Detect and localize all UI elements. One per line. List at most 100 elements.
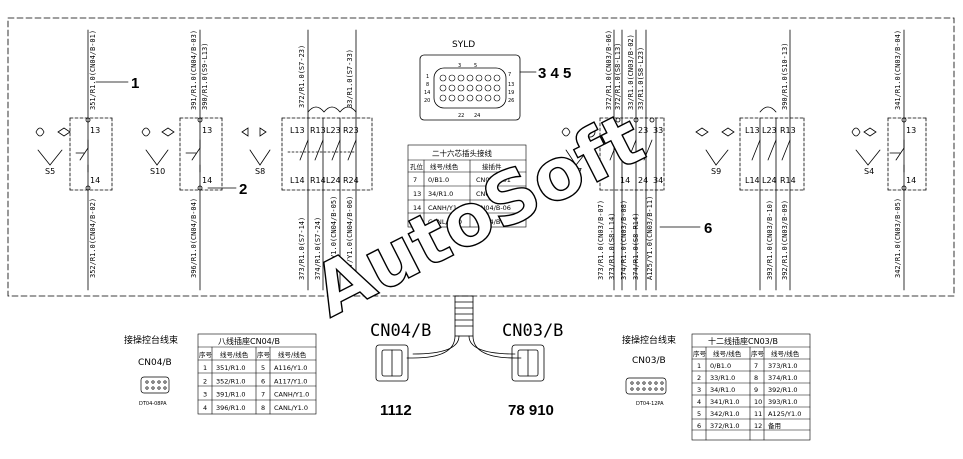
callout-1112: 1112: [380, 402, 412, 419]
cn04-connector: [375, 344, 409, 382]
table-12pin-cell-3-0: 4: [697, 398, 701, 406]
s10-term-13: 13: [202, 126, 212, 135]
switch-s10: [141, 29, 223, 291]
table-8pin-cell-2-1: 391/R1.0: [216, 391, 245, 399]
table-12pin-grid: [691, 333, 811, 441]
table-26pin-grid: [407, 144, 527, 228]
table-12pin-cell-2-0: 3: [697, 386, 701, 394]
s5-wire-top: 351/R1.0(CN04/B-01): [89, 30, 97, 110]
s4-wire-bot: 342/R1.0(CN03/B-05): [894, 198, 902, 278]
table-12pin-cell-5-2: 12: [754, 422, 762, 430]
s8-term-top-2: L23: [326, 126, 341, 135]
table-12pin-cell-5-1: 372/R1.0: [710, 422, 739, 430]
syld-pin: [466, 74, 474, 82]
harness-frame: [7, 17, 955, 297]
table-26pin-cell-3-0: 20: [413, 218, 421, 226]
table-12pin-header-3: 线号/线色: [771, 349, 800, 358]
s9-term-bot-2: R14: [780, 176, 796, 185]
callout-345: 3 4 5: [538, 65, 571, 82]
s4-label: S4: [864, 167, 874, 176]
callout-78910: 78 910: [508, 402, 554, 419]
s5-wire-bot: 352/R1.0(CN04/B-02): [89, 198, 97, 278]
table-12pin-cell-4-2: 11: [754, 410, 762, 418]
s8-wire-top2: 33/R1.0(S7-33): [346, 49, 354, 108]
s7-wire-bot-0: 373/R1.0(CN03/B-07): [597, 200, 605, 280]
table-12pin-cell-2-2: 9: [754, 386, 758, 394]
syld-connector: [419, 54, 521, 121]
syld-pin: [439, 94, 447, 102]
harness-bundle: [406, 295, 522, 359]
syld-pin-top-2: 7: [508, 72, 511, 78]
s10-wire-top: 391/R1.0(CN04/B-03): [190, 30, 198, 110]
callout-6: 6: [704, 220, 712, 237]
syld-pin: [457, 74, 465, 82]
table-12pin-cell-5-0: 6: [697, 422, 701, 430]
table-8pin-header-2: 序号: [257, 350, 271, 359]
table-8pin-cell-0-1: 351/R1.0: [216, 364, 245, 372]
syld-pin: [484, 84, 492, 92]
table-8pin-cell-1-3: A117/Y1.0: [274, 377, 307, 385]
s7-term-top-0: 13: [620, 126, 630, 135]
s8-wire-bot-0: 373/R1.0(S7-14): [298, 217, 306, 280]
switch-s4: [851, 29, 927, 291]
syld-pin: [484, 94, 492, 102]
s5-label: S5: [45, 167, 55, 176]
s8-term-top-1: R13: [310, 126, 326, 135]
s4-term-14: 14: [906, 176, 916, 185]
table-12pin-cell-0-0: 1: [697, 362, 701, 370]
syld-title: SYLD: [452, 40, 475, 50]
table-8pin-cell-3-3: CANL/Y1.0: [274, 404, 308, 412]
syld-pin: [466, 94, 474, 102]
s8-wire-bot-2: A116/Y1.0(CN04/B-05): [330, 196, 338, 280]
table-26pin-cell-2-2: CN04/B-06: [476, 204, 511, 212]
table-8pin-cell-0-2: 5: [261, 364, 265, 372]
s9-term-bot-1: L24: [762, 176, 777, 185]
s8-term-top-0: L13: [290, 126, 305, 135]
table-8pin-cell-2-2: 7: [261, 391, 265, 399]
s10-term-14: 14: [202, 176, 212, 185]
syld-pin: [475, 74, 483, 82]
syld-pin-bottom-0: 22: [458, 113, 464, 119]
syld-pin: [493, 74, 501, 82]
table-26pin-cell-3-2: CN04/B-07: [476, 218, 511, 226]
table-8pin-grid: [197, 333, 317, 415]
table-12pin-header-0: 序号: [693, 349, 707, 358]
s10-label: S10: [150, 167, 165, 176]
table-26pin-cell-1-0: 13: [413, 190, 421, 198]
table-8pin-header-1: 线号/线色: [220, 350, 249, 359]
table-12pin-cell-1-2: 8: [754, 374, 758, 382]
table-8pin-cell-1-0: 2: [203, 377, 207, 385]
s9-term-top-2: R13: [780, 126, 796, 135]
s7-wire-top-3: 33/R1.0(S8-L23): [637, 47, 645, 110]
table-12pin-cell-1-1: 33/R1.0: [710, 374, 735, 382]
table-8pin-cell-2-3: CANH/Y1.0: [274, 391, 309, 399]
table-12pin-cell-4-0: 5: [697, 410, 701, 418]
table-12pin-cell-1-3: 374/R1.0: [768, 374, 797, 382]
table-12pin-cell-4-1: 342/R1.0: [710, 410, 739, 418]
s9-label: S9: [711, 167, 721, 176]
syld-pin-top-1: 5: [474, 63, 477, 69]
syld-pin: [493, 84, 501, 92]
table-12pin-cell-5-3: 备用: [768, 421, 781, 430]
s8-wire-top: 372/R1.0(S7-23): [298, 45, 306, 108]
switch-s8: [241, 29, 373, 291]
table-26pin-cell-3-1: CANL/Y1.0: [428, 218, 462, 226]
syld-pin-left-0: 1: [426, 74, 429, 80]
cn03-part-no: DT04-12PA: [636, 401, 664, 407]
syld-pin-left-3: 20: [424, 98, 430, 104]
syld-pin-right-3: 26: [508, 98, 514, 104]
syld-pins: [439, 74, 501, 102]
table-8pin-title: 八线插座CN04/B: [218, 336, 280, 346]
cn04-harness-name: CN04/B: [138, 358, 172, 368]
table-8pin-header-3: 线号/线色: [278, 350, 307, 359]
table-12pin-cell-3-3: 393/R1.0: [768, 398, 797, 406]
table-8pin-cell-3-0: 4: [203, 404, 207, 412]
cn04-label: CN04/B: [370, 321, 431, 341]
s4-term-13: 13: [906, 126, 916, 135]
s9-wire-bot-1: 392/R1.0(CN03/B-09): [781, 200, 789, 280]
s7-wire-bot-1: 373/R1.0(S8-L14): [608, 213, 616, 280]
table-26pin-cell-2-1: CANH/Y1.0: [428, 204, 463, 212]
syld-pin-right-2: 19: [508, 90, 514, 96]
table-12pin-cell-2-3: 392/R1.0: [768, 386, 797, 394]
